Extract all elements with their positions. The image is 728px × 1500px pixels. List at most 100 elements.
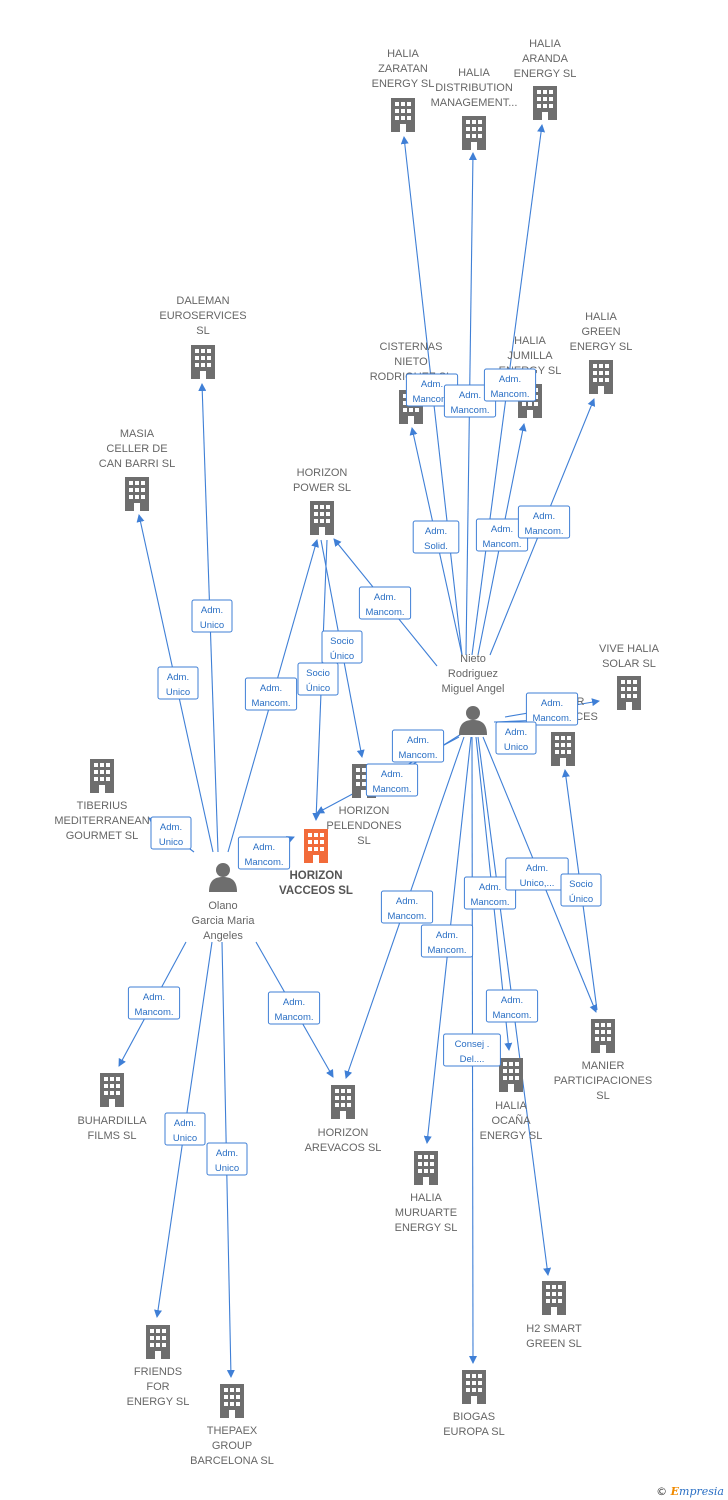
relation-label-line: Mancom. xyxy=(412,394,451,405)
relation-label-manier_part-manier_res-box xyxy=(560,873,602,907)
relation-label-olano-horizon_vacceos[interactable]: Adm.Mancom. xyxy=(244,842,283,868)
relation-label-line: Adm. xyxy=(374,592,396,603)
relation-label-olano-buhardilla[interactable]: Adm.Mancom. xyxy=(134,992,173,1018)
relation-label-nieto-halia_muruarte[interactable]: Adm.Mancom. xyxy=(427,930,466,956)
relation-label-nieto-horizon_pelendones-box xyxy=(391,729,445,763)
building-icon-friends[interactable] xyxy=(146,1325,170,1359)
node-label-line: GREEN xyxy=(581,326,620,338)
relation-label-olano-tiberius[interactable]: Adm.Unico xyxy=(159,822,183,848)
relation-label-olano-horizon_arevacos[interactable]: Adm.Mancom. xyxy=(274,997,313,1023)
relation-label-nieto-halia_zaratan[interactable]: Adm.Mancom. xyxy=(412,379,451,405)
building-icon-horizon_arevacos[interactable] xyxy=(331,1085,355,1119)
node-label-line: ENERGY SL xyxy=(480,1130,543,1142)
empresia-logo-e: E xyxy=(670,1485,680,1498)
relation-label-nieto-horizon_power[interactable]: Adm.Mancom. xyxy=(365,592,404,618)
relation-label-nieto-horizon_power-box xyxy=(358,586,412,620)
relation-label-line: Unico xyxy=(200,620,224,631)
relation-label-line: Mancom. xyxy=(244,857,283,868)
relation-label-line: Unico,... xyxy=(520,878,555,889)
building-icon-daleman[interactable] xyxy=(191,345,215,379)
relation-label-line: Solid. xyxy=(424,541,448,552)
relation-label-olano-thepaex[interactable]: Adm.Unico xyxy=(215,1148,239,1174)
empresia-logo: Empresia xyxy=(671,1485,724,1498)
node-label-line: HORIZON xyxy=(339,805,390,817)
building-icon-vive_halia[interactable] xyxy=(617,676,641,710)
person-icon-nieto[interactable] xyxy=(459,706,487,735)
building-icon-h2_smart[interactable] xyxy=(542,1281,566,1315)
relation-label-nieto-manier_res[interactable]: Adm.Unico xyxy=(504,727,528,753)
relation-label-nieto-halia_aranda[interactable]: Adm.Mancom. xyxy=(490,374,529,400)
node-label-line: ENERGY SL xyxy=(570,341,633,353)
building-icon-manier_res[interactable] xyxy=(551,732,575,766)
relation-label-nieto-manier_part[interactable]: Adm.Unico,... xyxy=(520,863,555,889)
relation-label-olano-horizon_power[interactable]: Adm.Mancom. xyxy=(251,683,290,709)
relation-label-line: Del.... xyxy=(460,1054,485,1065)
building-icon-horizon_vacceos[interactable] xyxy=(304,829,328,863)
relation-label-olano-friends[interactable]: Adm.Unico xyxy=(173,1118,197,1144)
building-icon-halia_green[interactable] xyxy=(589,360,613,394)
relation-label-nieto-cisternas[interactable]: Adm.Solid. xyxy=(424,526,448,552)
relation-label-nieto-horizon_pelendones[interactable]: Adm.Mancom. xyxy=(398,735,437,761)
building-icon-halia_muruarte[interactable] xyxy=(414,1151,438,1185)
relation-label-line: Socio xyxy=(569,879,593,890)
node-label-line: Olano xyxy=(208,900,237,912)
relation-label-line: Mancom. xyxy=(372,784,411,795)
building-icon-masia[interactable] xyxy=(125,477,149,511)
relation-label-nieto-biogas[interactable]: Consej .Del.... xyxy=(455,1039,490,1065)
building-icon-horizon_power[interactable] xyxy=(310,501,334,535)
building-icon-thepaex[interactable] xyxy=(220,1384,244,1418)
relation-label-olano-daleman[interactable]: Adm.Unico xyxy=(200,605,224,631)
person-icon-olano[interactable] xyxy=(209,863,237,892)
relation-label-nieto-halia_ocana[interactable]: Adm.Mancom. xyxy=(470,882,509,908)
building-icon-manier_part[interactable] xyxy=(591,1019,615,1053)
relation-label-nieto-h2_smart[interactable]: Adm.Mancom. xyxy=(492,995,531,1021)
building-icon-halia_ocana[interactable] xyxy=(499,1058,523,1092)
relation-label-line: Adm. xyxy=(216,1148,238,1159)
node-label-line: SL xyxy=(357,835,370,847)
building-icon-halia_aranda[interactable] xyxy=(533,86,557,120)
building-icon-biogas[interactable] xyxy=(462,1370,486,1404)
relation-label-nieto-horizon_vacceos[interactable]: Adm.Mancom. xyxy=(372,769,411,795)
node-label-line: DALEMAN xyxy=(176,295,229,307)
relation-label-olano-horizon_power-box xyxy=(244,677,298,711)
relation-label-olano-buhardilla-box xyxy=(127,986,181,1020)
relation-label-nieto-halia_distribution[interactable]: Adm.Mancom. xyxy=(450,390,489,416)
relation-label-nieto-halia_green[interactable]: Adm.Mancom. xyxy=(524,511,563,537)
relation-label-line: Unico xyxy=(504,742,528,753)
building-icon-buhardilla[interactable] xyxy=(100,1073,124,1107)
building-icon-halia_zaratan[interactable] xyxy=(391,98,415,132)
relation-label-nieto-horizon_arevacos[interactable]: Adm.Mancom. xyxy=(387,896,426,922)
building-icon-tiberius[interactable] xyxy=(90,759,114,793)
relation-label-line: Adm. xyxy=(533,511,555,522)
building-icon-halia_distribution[interactable] xyxy=(462,116,486,150)
relation-label-nieto-vive_halia[interactable]: Adm.Mancom. xyxy=(532,698,571,724)
relation-label-olano-masia[interactable]: Adm.Unico xyxy=(166,672,190,698)
relation-label-nieto-halia_jumilla[interactable]: Adm.Mancom. xyxy=(482,524,521,550)
relation-label-line: Mancom. xyxy=(470,897,509,908)
